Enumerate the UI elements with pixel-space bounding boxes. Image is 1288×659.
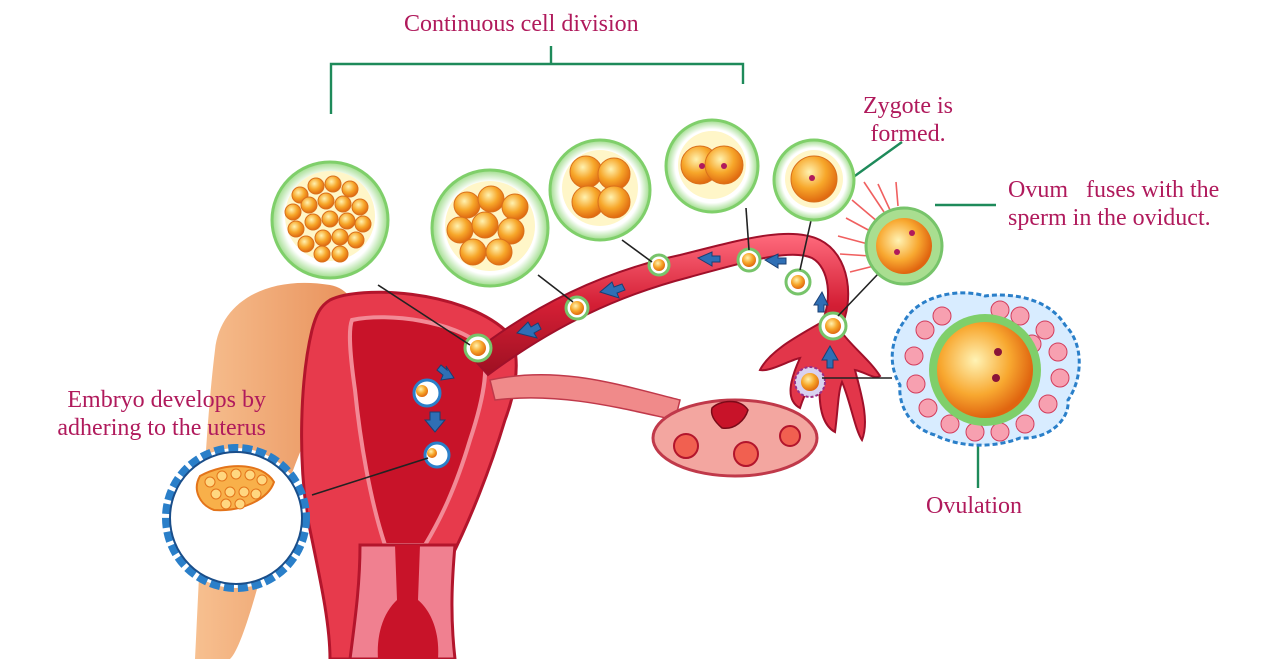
stage-fertilisation <box>838 182 942 284</box>
pointer-8cell <box>538 275 573 302</box>
label-zygote-line2: formed. <box>846 120 970 148</box>
tube-cell-8cell <box>566 297 588 319</box>
tube-cell-fertilised <box>820 313 846 339</box>
uterus-anatomy <box>195 234 880 659</box>
label-embryo-line1: Embryo develops by <box>8 386 266 414</box>
label-zygote-line1: Zygote is <box>846 92 970 120</box>
label-zygote-formed: Zygote is formed. <box>846 92 970 148</box>
tube-cell-blastocyst-2 <box>425 443 449 467</box>
ovary-follicle <box>734 442 758 466</box>
stage-zygote <box>774 140 854 220</box>
tube-cell-ovum <box>795 367 825 397</box>
ovary-follicle <box>674 434 698 458</box>
tube-cell-2cell <box>738 249 760 271</box>
stage-2cell <box>666 120 758 212</box>
label-ovulation: Ovulation <box>926 492 1022 520</box>
label-ovum-fuses: Ovum fuses with the sperm in the oviduct… <box>1008 176 1219 232</box>
label-fuse-line2: sperm in the oviduct. <box>1008 204 1219 232</box>
stage-4cell <box>550 140 650 240</box>
label-embryo-develops: Embryo develops by adhering to the uteru… <box>8 386 266 442</box>
ovarian-ligament <box>490 375 680 420</box>
label-fuse-line1: Ovum fuses with the <box>1008 176 1219 204</box>
tube-cell-morula <box>465 335 491 361</box>
ovary-follicle <box>780 426 800 446</box>
stage-ovulated-egg <box>892 293 1079 445</box>
stage-8cell <box>432 170 548 286</box>
tube-cell-4cell <box>649 255 669 275</box>
stage-morula <box>272 162 388 278</box>
division-bracket <box>331 46 743 114</box>
label-continuous-division: Continuous cell division <box>404 10 639 38</box>
label-embryo-line2: adhering to the uterus <box>8 414 266 442</box>
pointer-4cell <box>622 240 652 262</box>
tube-cell-blastocyst-1 <box>414 380 440 406</box>
stage-embryo <box>166 448 306 588</box>
tube-cell-zygote <box>786 270 810 294</box>
